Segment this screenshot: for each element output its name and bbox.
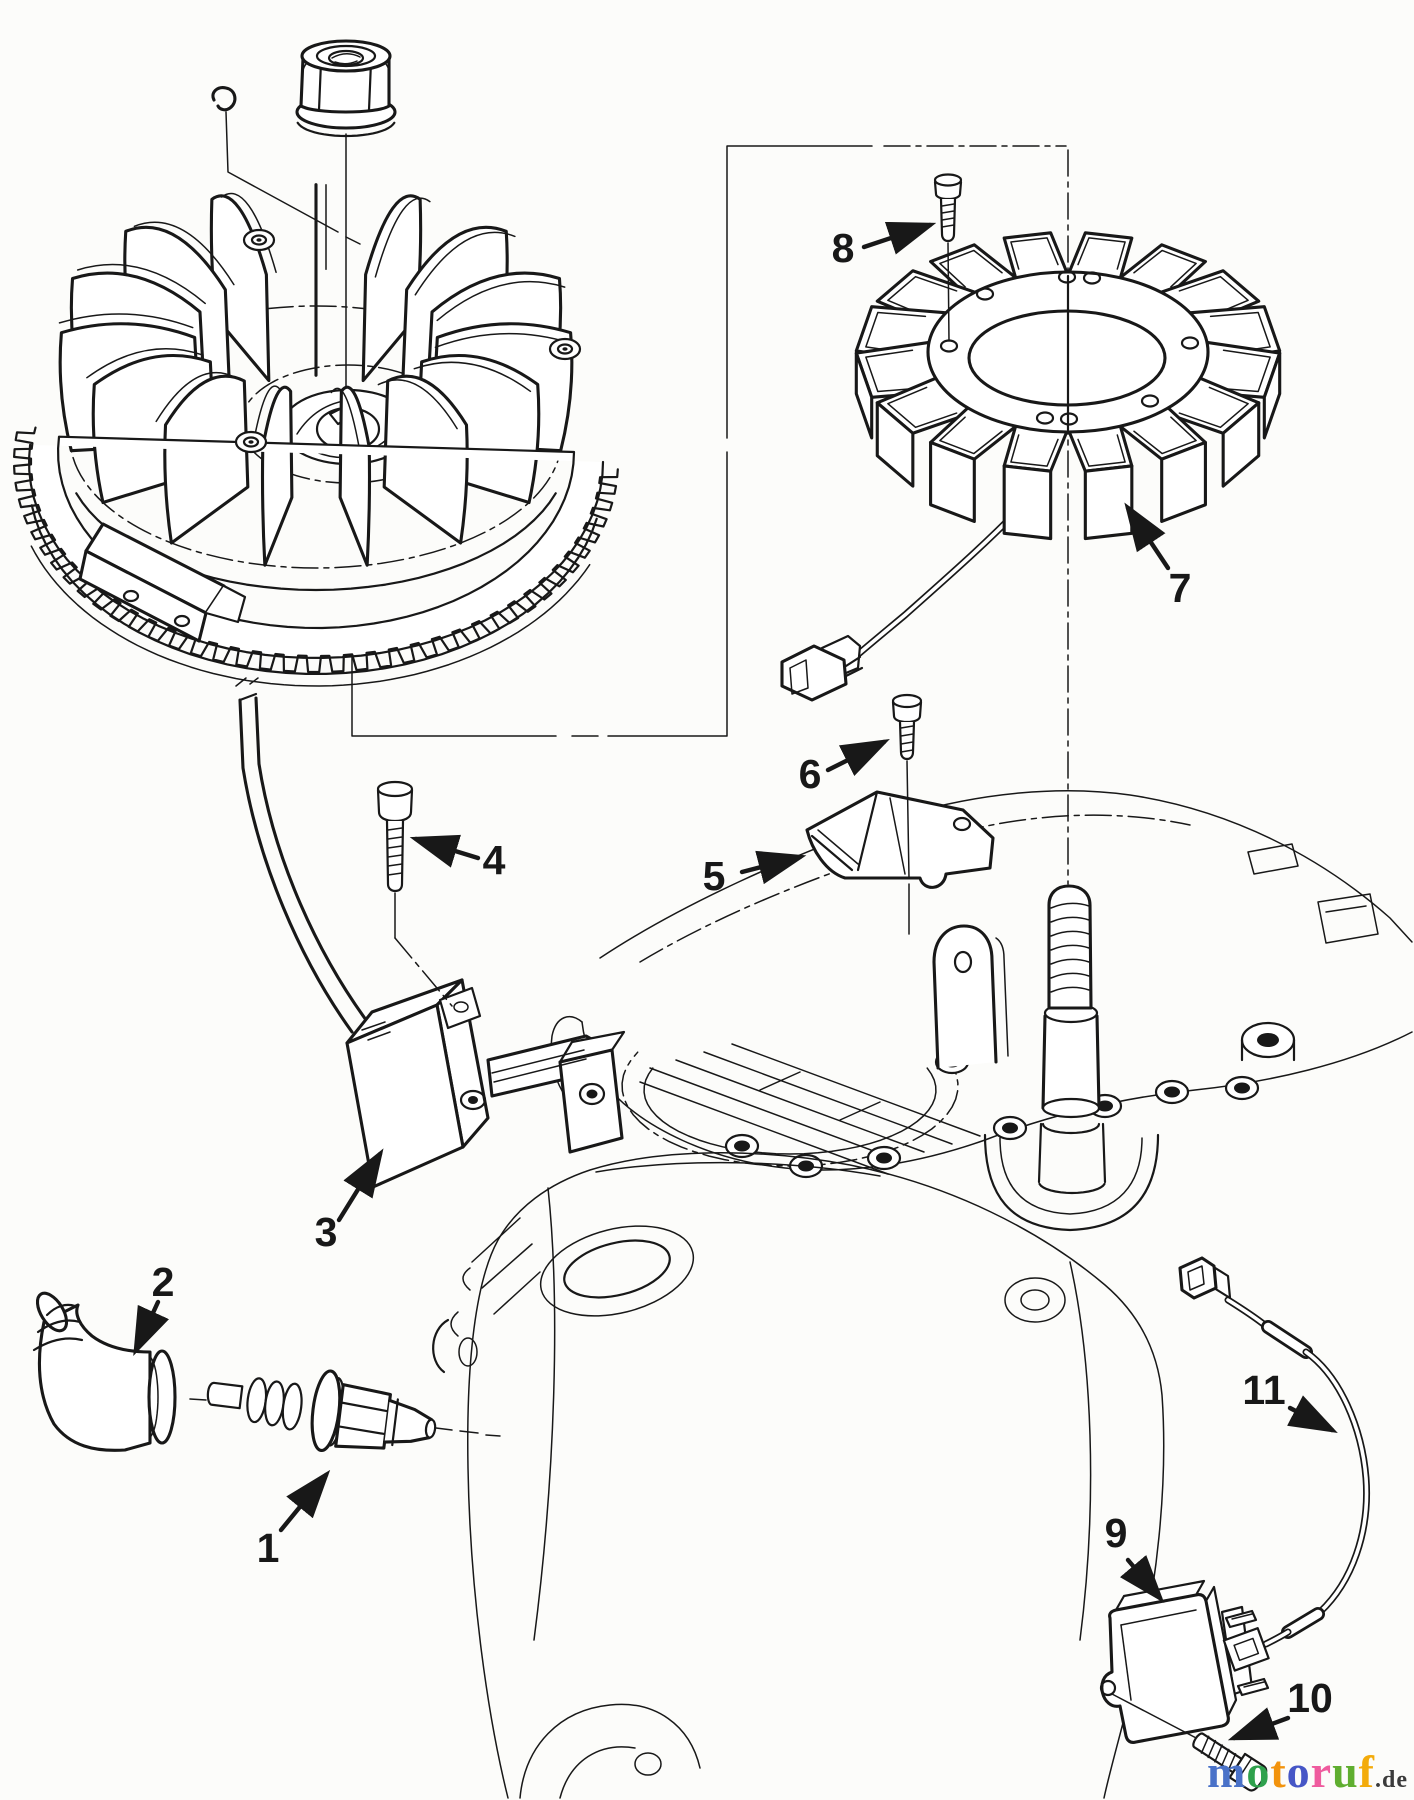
callout-1-label: 1: [257, 1525, 280, 1571]
callout-5-label: 5: [703, 853, 726, 899]
callout-8-label: 8: [832, 225, 855, 271]
callout-4-arrow: [409, 834, 481, 868]
logo-letter: o: [1286, 1746, 1311, 1797]
logo-letter: m: [1207, 1746, 1247, 1797]
bolt-6-drawing: [891, 693, 923, 935]
harness-top-connector: [1178, 1256, 1232, 1300]
logo-suffix: .de: [1375, 1767, 1408, 1793]
callout-labels: 1 2 3 4 5 6 7 8 9 10 11: [152, 225, 1333, 1721]
wire-harness-drawing: [1178, 1256, 1371, 1672]
key-mark-drawing: [211, 86, 361, 245]
callout-5-arrow: [739, 850, 807, 885]
bolt-4-drawing: [376, 780, 453, 1007]
bolt-8-drawing: [933, 173, 963, 342]
flywheel-drawing: [13, 133, 619, 687]
callout-9-label: 9: [1105, 1510, 1128, 1556]
ignition-coil-drawing: [235, 677, 626, 1189]
spark-plug-drawing: [206, 1369, 437, 1453]
callout-7-arrow: [1124, 502, 1171, 571]
crankcase-drawing: [550, 790, 1413, 1232]
callout-3-label: 3: [315, 1209, 338, 1255]
cover-plate-drawing: [805, 790, 995, 889]
callout-8-arrow: [861, 221, 937, 255]
callout-2-arrow: [133, 1299, 170, 1356]
callout-6-arrow: [825, 739, 890, 777]
callout-10-arrow: [1227, 1707, 1291, 1741]
callout-7-label: 7: [1169, 565, 1192, 611]
logo-letter: f: [1358, 1746, 1375, 1797]
logo-letter: u: [1332, 1746, 1359, 1797]
harness-end-plug: [1222, 1627, 1270, 1672]
logo-letter: o: [1246, 1746, 1271, 1797]
stator-connector-drawing: [780, 496, 1032, 702]
callout-2-label: 2: [152, 1259, 175, 1305]
stator-drawing: [854, 231, 1282, 541]
ignition-module-drawing: [1099, 1579, 1270, 1792]
callout-9-arrow: [1119, 1554, 1165, 1604]
callout-11-arrow: [1287, 1395, 1338, 1434]
callout-3-arrow: [336, 1148, 384, 1223]
crankshaft-drawing: [1037, 884, 1107, 1195]
flywheel-blades-front: [58, 313, 574, 567]
callout-10-label: 10: [1287, 1675, 1333, 1721]
logo-letter: t: [1270, 1746, 1287, 1797]
callout-arrows: [133, 221, 1338, 1741]
logo-letter: r: [1310, 1746, 1333, 1797]
spark-plug-boot-drawing: [32, 1291, 207, 1452]
callout-4-label: 4: [483, 837, 506, 883]
callout-11-label: 11: [1242, 1367, 1285, 1413]
magnet-block-drawing: [78, 522, 247, 643]
diagram-line-art: [13, 39, 1413, 1799]
screw-10-drawing: [1192, 1732, 1268, 1792]
motoruf-watermark[interactable]: motoruf.de: [1207, 1745, 1408, 1798]
flywheel-nut-drawing: [295, 39, 397, 138]
callout-1-arrow: [278, 1469, 331, 1533]
engine-block-drawing: [432, 1152, 1165, 1799]
callout-6-label: 6: [799, 751, 822, 797]
